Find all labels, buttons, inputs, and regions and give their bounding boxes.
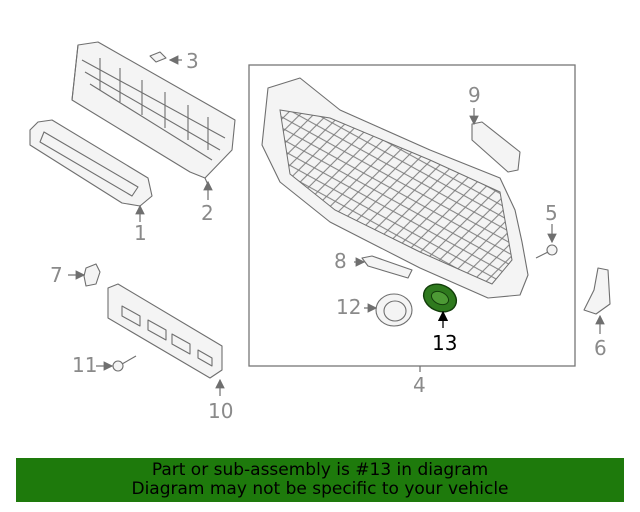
- callout-11: 11: [72, 353, 97, 377]
- callout-7: 7: [50, 263, 63, 287]
- part-9-trim[interactable]: [471, 121, 521, 173]
- banner-line-1: Part or sub-assembly is #13 in diagram: [151, 460, 489, 480]
- part-13-highlighted[interactable]: [419, 279, 461, 317]
- callout-10: 10: [208, 399, 233, 423]
- callout-1: 1: [134, 221, 147, 245]
- callout-12: 12: [336, 295, 361, 319]
- callout-8: 8: [334, 249, 347, 273]
- part-10-license-bracket[interactable]: [107, 283, 223, 379]
- callout-3: 3: [186, 49, 199, 73]
- callout-9: 9: [468, 83, 481, 107]
- leader-lines: [68, 55, 605, 396]
- part-4-group-box: [248, 64, 576, 367]
- part-12-ring[interactable]: [375, 293, 413, 327]
- part-8-strip[interactable]: [361, 255, 413, 279]
- part-6-bracket[interactable]: [583, 267, 611, 315]
- part-11-screw[interactable]: [112, 355, 137, 372]
- banner-line-2: Diagram may not be specific to your vehi…: [131, 479, 509, 499]
- callout-13: 13: [432, 331, 457, 355]
- parts-diagram: 3 1 2 7 9 5 8 12 13 6 11 4 10: [29, 41, 611, 423]
- callout-6: 6: [594, 336, 607, 360]
- part-5-bolt[interactable]: [535, 244, 558, 259]
- part-7-clip[interactable]: [83, 263, 101, 287]
- callout-5: 5: [545, 201, 558, 225]
- callout-2: 2: [201, 201, 214, 225]
- part-3-clip[interactable]: [149, 51, 167, 63]
- main-grille[interactable]: [261, 77, 529, 299]
- info-banner: Part or sub-assembly is #13 in diagram D…: [16, 458, 624, 502]
- callout-4: 4: [413, 373, 426, 397]
